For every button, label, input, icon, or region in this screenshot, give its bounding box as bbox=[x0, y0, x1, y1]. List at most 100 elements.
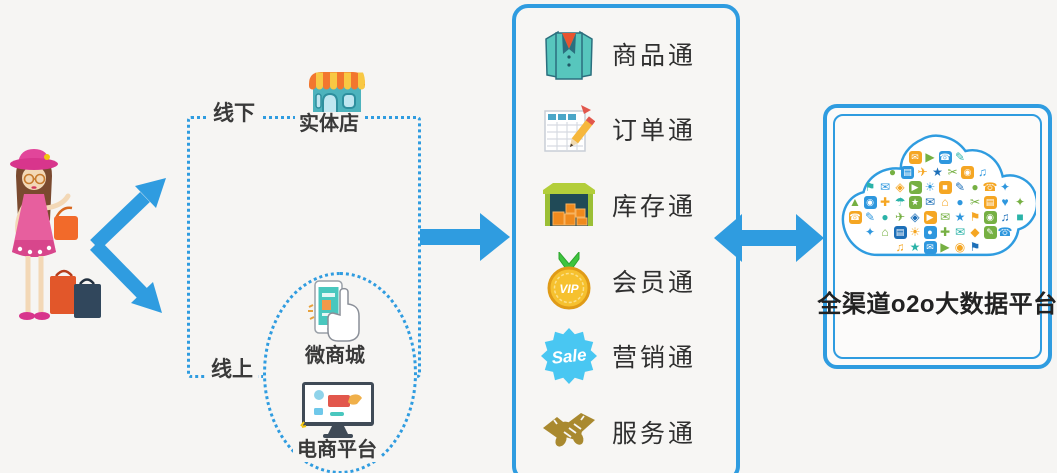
svg-text:VIP: VIP bbox=[559, 282, 579, 296]
platform-inner-frame: ✉▶☎✎●▤✈★✂◉♫⚑✉◈▶☀■✎●☎✦▲◉✚☂★✉⌂●✂▤♥✦☎✎●✈◈▶✉… bbox=[817, 114, 1057, 359]
cloud-micro-icon: ◉ bbox=[863, 195, 877, 209]
hub-label-member: 会员通 bbox=[612, 268, 697, 297]
cloud-micro-icon: ▤ bbox=[901, 165, 914, 179]
cloud-micro-icon: ◉ bbox=[954, 240, 966, 254]
cloud-micro-icon: ⚑ bbox=[969, 210, 981, 224]
offline-label: 线下 bbox=[208, 102, 260, 126]
ecommerce-monitor-icon bbox=[300, 382, 374, 438]
cloud-micro-icon: ♫ bbox=[1000, 210, 1010, 224]
store-label: 实体店 bbox=[295, 112, 363, 136]
cloud-micro-icon: ★ bbox=[909, 240, 921, 254]
cloud-micro-icon: ✉ bbox=[954, 225, 966, 239]
hub-label-goods: 商品通 bbox=[612, 41, 697, 70]
cloud-micro-icon: ▲ bbox=[849, 195, 861, 209]
sale-badge-icon: Sale bbox=[540, 327, 598, 385]
cloud-micro-icon: ✈ bbox=[894, 210, 906, 224]
cloud-micro-icon: ■ bbox=[1016, 210, 1024, 224]
cloud-micro-icon: ☎ bbox=[997, 225, 1013, 239]
hub-row-order: 订单通 bbox=[540, 100, 736, 158]
cloud-micro-icon: ● bbox=[923, 225, 937, 239]
cloud-micro-icon: ✎ bbox=[954, 150, 966, 164]
cloud-micro-icon: ⌂ bbox=[941, 195, 949, 209]
cloud-micro-icon: ◉ bbox=[983, 210, 997, 224]
cloud-micro-icon: ☂ bbox=[894, 195, 906, 209]
cloud-micro-icon: ☎ bbox=[938, 150, 952, 164]
cloud-micro-icon: ✎ bbox=[864, 210, 876, 224]
cloud-micro-icon: ◉ bbox=[961, 165, 974, 179]
hub-row-marketing: Sale 营销通 bbox=[540, 327, 736, 385]
cloud-micro-icon: ✦ bbox=[999, 180, 1011, 194]
right-arrow bbox=[420, 213, 510, 261]
online-label: 线上 bbox=[206, 358, 258, 382]
platform-box: ✉▶☎✎●▤✈★✂◉♫⚑✉◈▶☀■✎●☎✦▲◉✚☂★✉⌂●✂▤♥✦☎✎●✈◈▶✉… bbox=[817, 104, 1057, 369]
cloud-micro-icon: ♫ bbox=[978, 165, 987, 179]
ecommerce-label: 电商平台 bbox=[293, 438, 381, 462]
cloud-micro-icon: ✂ bbox=[969, 195, 981, 209]
platform-title: 全渠道o2o大数据平台 bbox=[817, 291, 1057, 318]
cloud-micro-icon: ★ bbox=[954, 210, 966, 224]
cloud-micro-icon: ✉ bbox=[879, 180, 891, 194]
cloud-micro-icon: ● bbox=[971, 180, 979, 194]
cloud-micro-icon: ✉ bbox=[939, 210, 951, 224]
cloud-outline-icon bbox=[841, 134, 1036, 257]
hub-box: 商品通 订单通 bbox=[512, 4, 740, 473]
cloud-micro-icon: ☎ bbox=[982, 180, 998, 194]
warehouse-icon bbox=[540, 176, 598, 234]
cloud-micro-icon: ✦ bbox=[1014, 195, 1026, 209]
cloud-icons: ✉▶☎✎●▤✈★✂◉♫⚑✉◈▶☀■✎●☎✦▲◉✚☂★✉⌂●✂▤♥✦☎✎●✈◈▶✉… bbox=[840, 130, 1036, 270]
cloud-micro-icon: ✎ bbox=[954, 180, 966, 194]
cloud-micro-icon: ☀ bbox=[909, 225, 921, 239]
cloud-micro-icon: ▶ bbox=[908, 180, 922, 194]
cloud-micro-icon: ● bbox=[888, 165, 897, 179]
cloud-micro-icon: ✚ bbox=[879, 195, 891, 209]
data-cloud: ✉▶☎✎●▤✈★✂◉♫⚑✉◈▶☀■✎●☎✦▲◉✚☂★✉⌂●✂▤♥✦☎✎●✈◈▶✉… bbox=[840, 130, 1036, 270]
hub-row-inventory: 库存通 bbox=[540, 176, 736, 234]
cloud-micro-icon: ▶ bbox=[940, 240, 950, 254]
hub-label-marketing: 营销通 bbox=[612, 344, 697, 373]
shopper-illustration bbox=[10, 149, 101, 320]
hub-label-order: 订单通 bbox=[612, 117, 697, 146]
cloud-micro-icon: ✈ bbox=[917, 165, 928, 179]
cloud-micro-icon: ▶ bbox=[925, 150, 935, 164]
cloud-micro-icon: ✉ bbox=[923, 240, 937, 254]
hub-row-service: 服务通 bbox=[540, 403, 736, 461]
cloud-micro-icon: ◈ bbox=[910, 210, 920, 224]
hub-row-goods: 商品通 bbox=[540, 25, 736, 83]
suit-icon bbox=[540, 25, 598, 83]
cloud-micro-icon: ▤ bbox=[983, 195, 997, 209]
cloud-micro-icon: ● bbox=[956, 195, 964, 209]
cloud-micro-icon: ▤ bbox=[893, 225, 907, 239]
cloud-micro-icon: ♫ bbox=[895, 240, 905, 254]
cloud-micro-icon: ☀ bbox=[924, 180, 936, 194]
order-sheet-icon bbox=[540, 100, 598, 158]
micro-mall-label: 微商城 bbox=[301, 344, 369, 368]
cloud-micro-icon: ◆ bbox=[970, 225, 980, 239]
hub-row-member: VIP 会员通 bbox=[540, 251, 736, 310]
cloud-micro-icon: ✎ bbox=[983, 225, 997, 239]
vip-medal-icon: VIP bbox=[540, 251, 598, 310]
cloud-micro-icon: ★ bbox=[908, 195, 922, 209]
cloud-micro-icon: ⚑ bbox=[969, 240, 981, 254]
cloud-micro-icon: ✉ bbox=[924, 195, 936, 209]
cloud-micro-icon: ◈ bbox=[895, 180, 905, 194]
cloud-micro-icon: ✦ bbox=[864, 225, 876, 239]
cloud-micro-icon: ● bbox=[881, 210, 889, 224]
cloud-micro-icon: ⚑ bbox=[864, 180, 876, 194]
double-arrow bbox=[714, 214, 824, 262]
cloud-micro-icon: ■ bbox=[938, 180, 952, 194]
cloud-micro-icon: ✉ bbox=[908, 150, 922, 164]
cloud-micro-icon: ★ bbox=[932, 165, 943, 179]
handshake-icon bbox=[540, 403, 598, 461]
storefront-icon bbox=[309, 72, 365, 117]
cloud-micro-icon: ♥ bbox=[1001, 195, 1009, 209]
cloud-micro-icon: ⌂ bbox=[881, 225, 889, 239]
fork-arrow bbox=[89, 178, 166, 313]
hub-label-inventory: 库存通 bbox=[612, 193, 697, 222]
svg-text:Sale: Sale bbox=[551, 346, 588, 369]
cloud-micro-icon: ▶ bbox=[923, 210, 937, 224]
cloud-micro-icon: ✚ bbox=[939, 225, 951, 239]
hub-label-service: 服务通 bbox=[612, 420, 697, 449]
mobile-shop-icon bbox=[308, 280, 360, 342]
cloud-micro-icon: ☎ bbox=[848, 210, 862, 224]
